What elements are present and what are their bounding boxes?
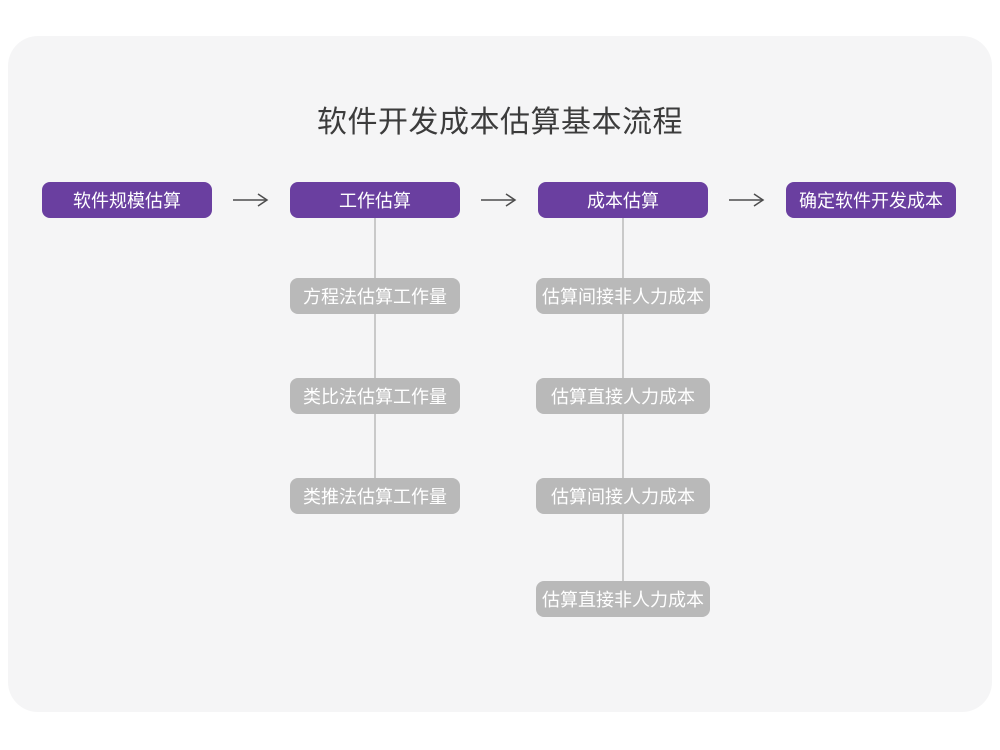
sub-node-analogy-method: 类比法估算工作量 bbox=[290, 378, 460, 414]
step-node-label: 软件规模估算 bbox=[73, 191, 181, 211]
step-node-software-scale-estimation: 软件规模估算 bbox=[42, 182, 212, 218]
sub-node-label: 估算间接非人力成本 bbox=[542, 287, 704, 307]
step-node-label: 成本估算 bbox=[587, 191, 659, 211]
sub-node-extrapolation-method: 类推法估算工作量 bbox=[290, 478, 460, 514]
sub-node-label: 估算直接人力成本 bbox=[551, 387, 695, 407]
sub-node-label: 类推法估算工作量 bbox=[303, 487, 447, 507]
step-node-cost-estimation: 成本估算 bbox=[538, 182, 708, 218]
step-node-determine-development-cost: 确定软件开发成本 bbox=[786, 182, 956, 218]
step-node-label: 工作估算 bbox=[339, 191, 411, 211]
step-node-work-estimation: 工作估算 bbox=[290, 182, 460, 218]
step-node-label: 确定软件开发成本 bbox=[799, 191, 943, 211]
sub-node-label: 方程法估算工作量 bbox=[303, 287, 447, 307]
sub-node-indirect-labor-cost: 估算间接人力成本 bbox=[536, 478, 710, 514]
sub-node-direct-non-labor-cost: 估算直接非人力成本 bbox=[536, 581, 710, 617]
diagram-title: 软件开发成本估算基本流程 bbox=[317, 106, 683, 139]
sub-node-label: 估算直接非人力成本 bbox=[542, 590, 704, 610]
sub-node-label: 估算间接人力成本 bbox=[551, 487, 695, 507]
right-arrow-icon bbox=[729, 193, 765, 207]
sub-node-label: 类比法估算工作量 bbox=[303, 387, 447, 407]
sub-node-indirect-non-labor-cost: 估算间接非人力成本 bbox=[536, 278, 710, 314]
connector-line-work-estimation bbox=[374, 218, 376, 481]
sub-node-equation-method: 方程法估算工作量 bbox=[290, 278, 460, 314]
right-arrow-icon bbox=[233, 193, 269, 207]
sub-node-direct-labor-cost: 估算直接人力成本 bbox=[536, 378, 710, 414]
right-arrow-icon bbox=[481, 193, 517, 207]
diagram-card bbox=[8, 36, 992, 712]
